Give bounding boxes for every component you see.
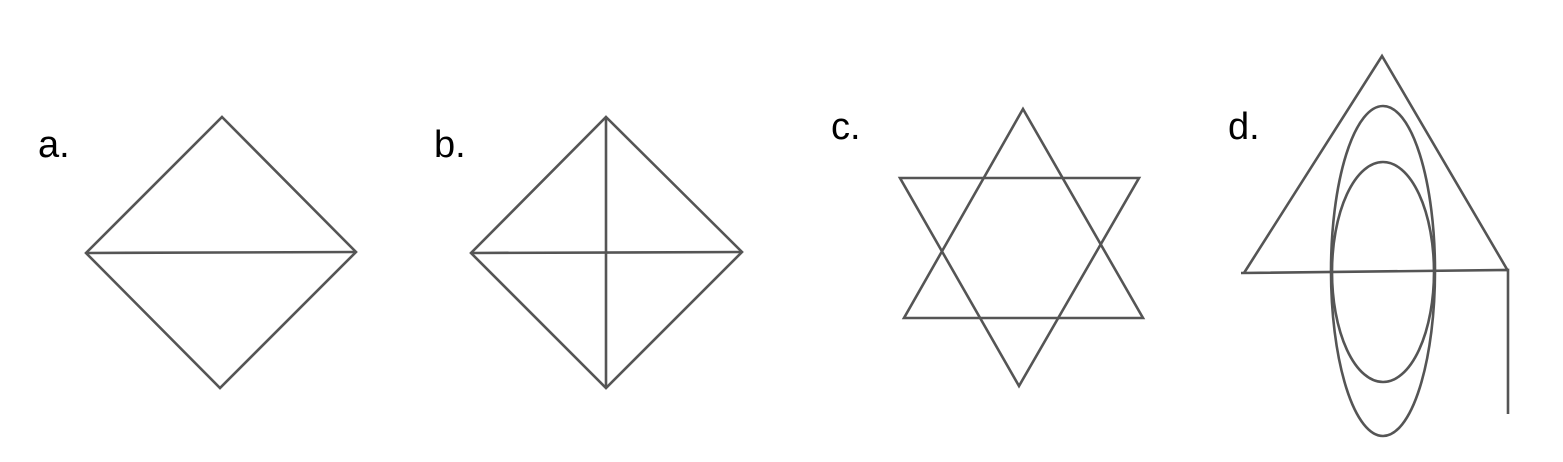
figure-a-label: a. [38,124,70,166]
figure-d-triangle [1242,53,1510,274]
figure-d-label: d. [1228,106,1260,148]
figure-b-shape [469,115,744,390]
figure-d-baseline-and-tail [1240,268,1510,414]
figure-c-downward-triangle [897,176,1142,389]
figure-c-shape [897,106,1146,389]
figure-d-inner-ellipse [1330,160,1436,384]
figure-c-label: c. [831,106,861,148]
figure-a-diamond-outline [84,115,358,390]
figure-a-horizontal-diagonal [85,250,357,255]
figure-a-shape [84,115,358,390]
figure-c-upward-triangle [901,106,1146,320]
figure-d-shape [1240,53,1510,438]
figure-b-label: b. [434,124,466,166]
